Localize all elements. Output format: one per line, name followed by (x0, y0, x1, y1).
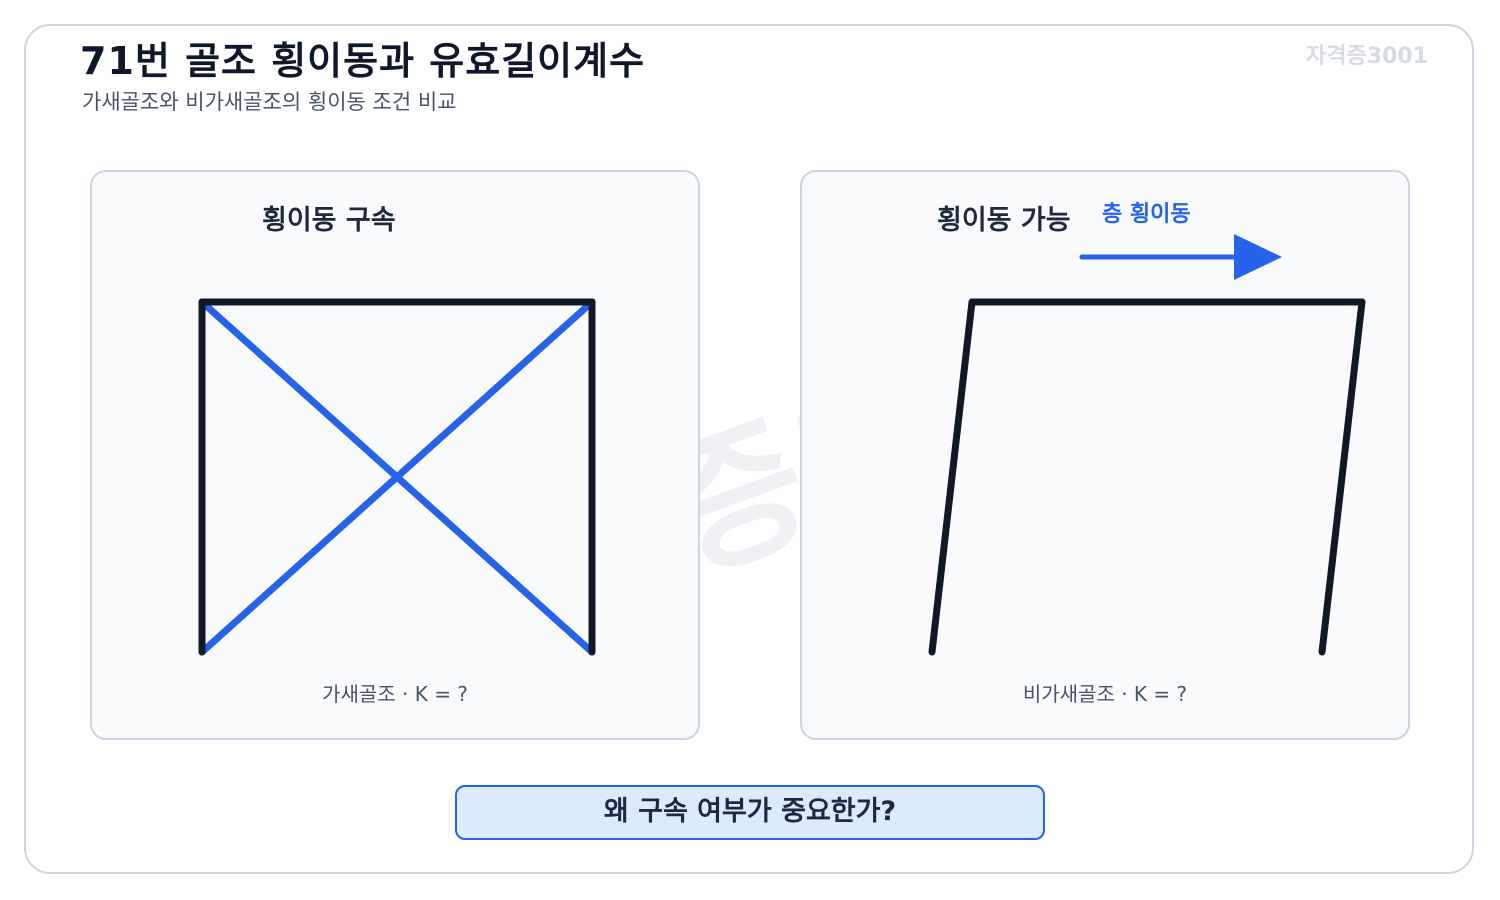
braced-panel-caption: 가새골조 · K = ? (322, 682, 468, 706)
unbraced-frame-diagram (928, 234, 1366, 656)
sway-label: 층 횡이동 (1102, 202, 1191, 227)
page-subtitle: 가새골조와 비가새골조의 횡이동 조건 비교 (82, 90, 457, 114)
unbraced-frame-panel: 횡이동 가능 층 횡이동 비가새골조 · K = ? (800, 170, 1410, 740)
question-button[interactable]: 왜 구속 여부가 중요한가? (455, 785, 1045, 840)
unbraced-panel-heading: 횡이동 가능 (937, 205, 1071, 236)
braced-panel-heading: 횡이동 구속 (262, 205, 396, 236)
braced-frame-diagram (198, 298, 596, 656)
sway-left-column (928, 298, 976, 656)
sway-right-column (1318, 298, 1366, 656)
unbraced-panel-caption: 비가새골조 · K = ? (1022, 682, 1188, 706)
sway-arrow-head (1234, 234, 1282, 280)
brace-diagonal-2 (198, 298, 596, 656)
page-title: 71번 골조 횡이동과 유효길이계수 (80, 39, 646, 83)
brand-label: 자격증3001 (1306, 44, 1428, 69)
braced-frame-panel: 횡이동 구속 가새골조 · K = ? (90, 170, 700, 740)
